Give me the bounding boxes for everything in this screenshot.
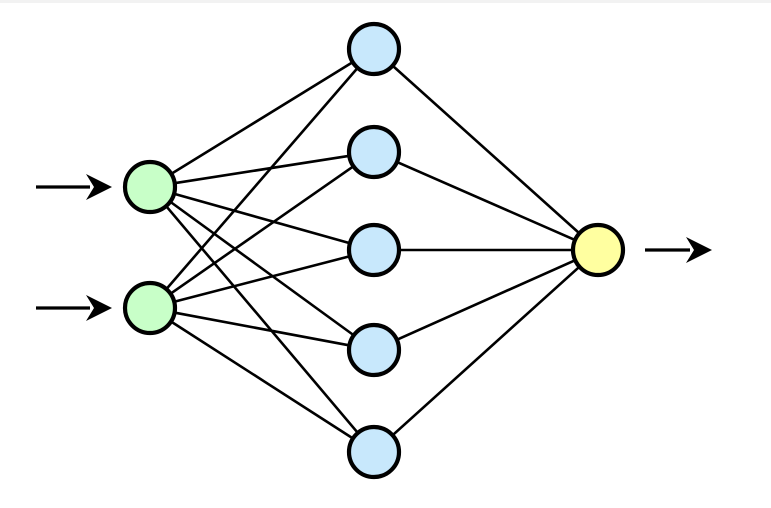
input-arrow-2-head <box>86 295 112 321</box>
output-arrow-1-head <box>686 237 712 263</box>
edge-in-1-to-hid-1 <box>169 60 355 176</box>
edge-in-1-to-hid-3 <box>172 192 352 245</box>
node-hid-2[interactable] <box>346 124 402 180</box>
output-arrow-1-icon <box>645 237 712 263</box>
node-hid-1[interactable] <box>346 21 402 77</box>
edge-hid-2-to-out-1 <box>395 160 577 242</box>
edge-in-2-to-hid-5 <box>169 319 355 441</box>
edge-in-2-to-hid-1 <box>164 66 360 291</box>
edge-in-2-to-hid-2 <box>168 164 356 296</box>
input-arrow-1-icon <box>36 174 112 200</box>
node-hid-3[interactable] <box>346 222 402 278</box>
node-in-1[interactable] <box>122 159 178 215</box>
input-arrow-2-icon <box>36 295 112 321</box>
edge-in-2-to-hid-4 <box>173 311 351 347</box>
edge-hid-1-to-out-1 <box>390 64 582 235</box>
edge-in-2-to-hid-3 <box>172 254 352 304</box>
input-arrow-1-head <box>86 174 112 200</box>
io-arrows-group <box>36 174 712 321</box>
edge-in-1-to-hid-2 <box>173 154 351 185</box>
edge-in-1-to-hid-5 <box>164 204 360 435</box>
node-out-1[interactable] <box>570 222 626 278</box>
node-hid-4[interactable] <box>346 322 402 378</box>
top-edge-strip <box>0 0 771 3</box>
edge-in-1-to-hid-4 <box>168 200 356 337</box>
edge-hid-4-to-out-1 <box>395 258 577 342</box>
edges-group <box>164 60 582 441</box>
nodes-group <box>122 21 626 480</box>
node-in-2[interactable] <box>122 280 178 336</box>
edge-hid-5-to-out-1 <box>390 265 582 437</box>
node-hid-5[interactable] <box>346 424 402 480</box>
